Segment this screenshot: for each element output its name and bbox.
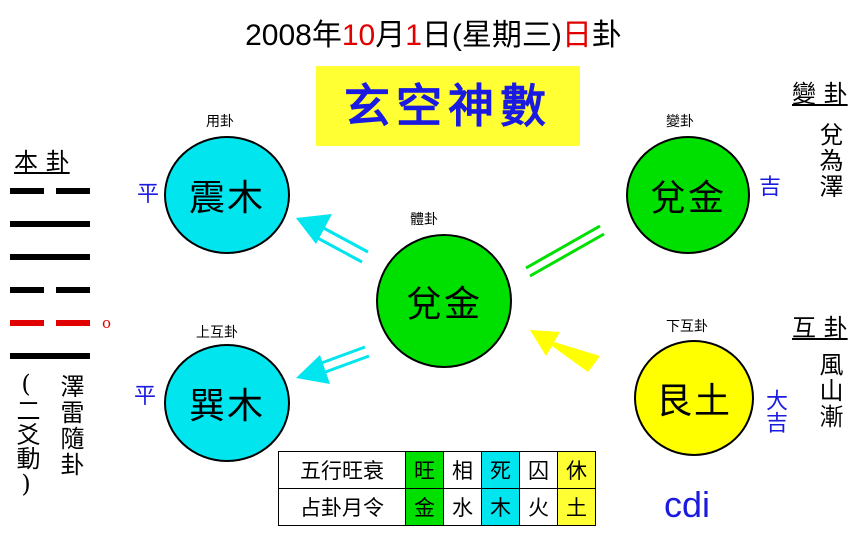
date-month: 10	[341, 19, 376, 52]
moving-note: (二爻動)	[12, 370, 40, 498]
shang-hu-note: 平	[134, 384, 157, 409]
moving-line-mark: o	[102, 314, 112, 332]
main-title: 玄空神數	[316, 66, 580, 146]
table-cell: 木	[481, 488, 520, 526]
date-weekday: (星期三)	[451, 19, 562, 52]
hexagram-line-yang	[10, 353, 90, 359]
shang-hu-caption: 上互卦	[196, 325, 238, 341]
yong-caption: 用卦	[206, 114, 234, 130]
xia-hu-caption: 下互卦	[666, 319, 708, 335]
ti-circle: 兌金	[376, 234, 512, 368]
table-row: 五行旺衰 旺 相 死 囚 休	[278, 451, 596, 489]
ti-caption: 體卦	[410, 212, 438, 228]
hexagram-line-yin-segment	[10, 188, 44, 194]
table-cell: 金	[405, 488, 444, 526]
shang-hu-label: 巽木	[188, 386, 265, 427]
table-cell: 休	[557, 451, 596, 489]
bian-note: 吉	[759, 175, 782, 200]
ben-gua-heading: 本 卦	[14, 148, 70, 176]
arrow-to-yong	[296, 214, 369, 264]
table-cell: 旺	[405, 451, 444, 489]
table-cell: 死	[481, 451, 520, 489]
ti-label: 兌金	[405, 284, 482, 325]
wuxing-table: 五行旺衰 旺 相 死 囚 休 占卦月令 金 水 木 火 土	[278, 451, 596, 526]
shang-hu-circle: 巽木	[164, 344, 290, 462]
hexagram-line-yang	[10, 221, 90, 227]
table-row-label: 五行旺衰	[278, 451, 406, 489]
xia-hu-label: 艮土	[655, 381, 732, 422]
date-title: 2008年10月1日(星期三)日卦	[0, 10, 867, 54]
date-gua: 卦	[591, 19, 622, 52]
bian-caption: 變卦	[666, 114, 694, 130]
table-cell: 火	[519, 488, 558, 526]
arrow-to-shang-hu	[296, 345, 370, 384]
ben-gua-name: 澤雷隨卦	[56, 374, 84, 478]
hexagram-line-yin-segment	[56, 188, 90, 194]
table-cell: 囚	[519, 451, 558, 489]
yong-circle: 震木	[164, 136, 290, 254]
footer-cdi: cdi	[664, 484, 711, 525]
table-cell: 土	[557, 488, 596, 526]
table-cell: 相	[443, 451, 482, 489]
hexagram-line-yin-segment	[56, 320, 90, 326]
xia-hu-circle: 艮土	[634, 340, 754, 456]
bian-gua-heading: 變 卦	[792, 80, 848, 108]
line-to-bian	[525, 224, 605, 278]
bian-label: 兌金	[649, 178, 726, 219]
table-cell: 水	[443, 488, 482, 526]
date-month-suffix: 月	[375, 19, 406, 52]
date-day: 1	[405, 19, 422, 52]
hu-gua-name: 風山漸	[815, 352, 843, 430]
xia-hu-note: 大吉	[762, 389, 787, 433]
date-year: 2008	[245, 19, 312, 52]
date-ri: 日	[561, 19, 592, 52]
hu-gua-heading: 互 卦	[792, 314, 848, 342]
bian-circle: 兌金	[626, 136, 750, 254]
bian-gua-name: 兌為澤	[815, 122, 843, 200]
hexagram-line-yang	[10, 254, 90, 260]
table-row-label: 占卦月令	[278, 488, 406, 526]
date-year-suffix: 年	[311, 19, 342, 52]
date-day-suffix: 日	[421, 19, 452, 52]
yong-label: 震木	[188, 178, 265, 219]
hexagram-line-yin-segment	[10, 287, 44, 293]
hexagram-line-yin-segment	[10, 320, 44, 326]
arrow-from-xia-hu	[530, 330, 600, 372]
hexagram-line-yin-segment	[56, 287, 90, 293]
table-row: 占卦月令 金 水 木 火 土	[278, 488, 596, 526]
yong-note: 平	[137, 182, 160, 207]
